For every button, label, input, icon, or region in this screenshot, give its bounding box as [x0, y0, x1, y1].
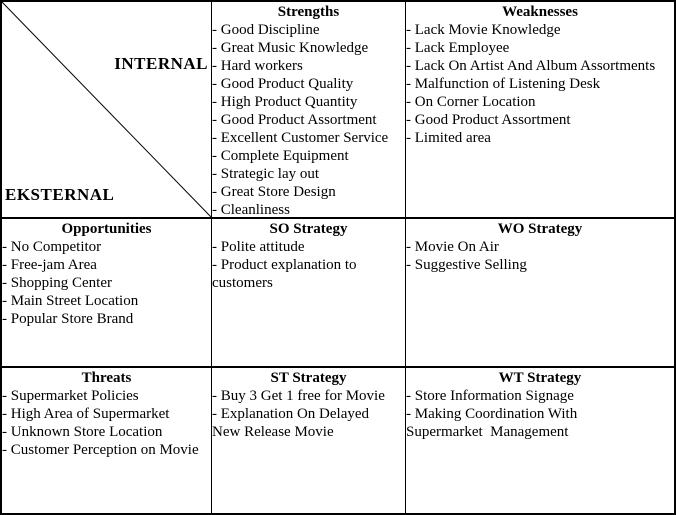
strengths-list: - Good Discipline - Great Music Knowledge… — [212, 21, 405, 218]
diagonal-divider-line — [2, 2, 211, 217]
list-item: - High Area of Supermarket — [2, 406, 170, 422]
list-item: - Supermarket Policies — [2, 388, 139, 404]
opportunities-cell: Opportunities - No Competitor - Free-jam … — [2, 219, 212, 368]
threats-list: - Supermarket Policies - High Area of Sup… — [2, 387, 211, 459]
weaknesses-cell: Weaknesses - Lack Movie Knowledge- Lack … — [406, 2, 674, 219]
list-item: - Cleanliness — [212, 202, 290, 218]
list-item: - Excellent Customer Service — [212, 130, 389, 146]
list-item: - On Corner Location — [406, 94, 536, 110]
wo-strategy-title: WO Strategy — [497, 221, 583, 237]
wt-strategy-cell: WT Strategy - Store Information Signage-… — [406, 368, 674, 513]
wt-strategy-list: - Store Information Signage - Making Coor… — [406, 387, 674, 441]
st-strategy-cell: ST Strategy - Buy 3 Get 1 free for Movie… — [212, 368, 406, 513]
list-item: - Suggestive Selling — [406, 257, 527, 273]
list-item: - Product explanation to — [212, 257, 357, 273]
so-strategy-title: SO Strategy — [269, 221, 348, 237]
so-strategy-list: - Polite attitude - Product explanation t… — [212, 238, 405, 292]
weaknesses-title: Weaknesses — [502, 4, 578, 20]
strengths-title: Strengths — [277, 4, 340, 20]
list-item: - Strategic lay out — [212, 166, 320, 182]
st-strategy-list: - Buy 3 Get 1 free for Movie - Explanatio… — [212, 387, 405, 441]
list-item: - Free-jam Area — [2, 257, 97, 273]
opportunities-list: - No Competitor - Free-jam Area - Shopping… — [2, 238, 211, 328]
swot-axis-corner-cell: INTERNAL EKSTERNAL — [2, 2, 212, 219]
list-item: - Great Music Knowledge — [212, 40, 369, 56]
list-item: - Good Product Assortment — [212, 112, 377, 128]
list-item: - Main Street Location — [2, 293, 139, 309]
wo-strategy-list: - Movie On Air - Suggestive Selling — [406, 238, 674, 274]
list-item: - Buy 3 Get 1 free for Movie — [212, 388, 385, 404]
list-item: - Great Store Design — [212, 184, 336, 200]
st-strategy-title: ST Strategy — [270, 370, 347, 386]
list-item: - Good Product Assortment — [406, 112, 571, 128]
list-item: - Lack Employee — [406, 40, 510, 56]
list-item: Supermarket Management — [406, 424, 569, 440]
list-item: - Good Product Quality — [212, 76, 354, 92]
list-item: - Good Discipline — [212, 22, 320, 38]
weaknesses-list: - Lack Movie Knowledge - Lack Employee - L… — [406, 21, 674, 147]
opportunities-title: Opportunities — [61, 221, 152, 237]
list-item: - Explanation On Delayed — [212, 406, 370, 422]
list-item: - Malfunction of Listening Desk — [406, 76, 601, 92]
list-item: - Lack Movie Knowledge — [406, 22, 561, 38]
list-item: - Store Information Signage — [406, 388, 574, 404]
list-item: - Complete Equipment — [212, 148, 349, 164]
list-item: customers — [212, 275, 273, 291]
wt-strategy-title: WT Strategy — [498, 370, 582, 386]
list-item: - Lack On Artist And Album Assortments — [406, 58, 656, 74]
list-item: - High Product Quantity — [212, 94, 358, 110]
list-item: New Release Movie — [212, 424, 334, 440]
so-strategy-cell: SO Strategy - Polite attitude - Product e… — [212, 219, 406, 368]
list-item: - Polite attitude — [212, 239, 305, 255]
threats-title: Threats — [81, 370, 132, 386]
list-item: - Customer Perception on Movie — [2, 442, 199, 458]
list-item: - Hard workers — [212, 58, 303, 74]
wo-strategy-cell: WO Strategy - Movie On Air - Suggestive S… — [406, 219, 674, 368]
list-item: - No Competitor — [2, 239, 102, 255]
threats-cell: Threats - Supermarket Policies - High Are… — [2, 368, 212, 513]
list-item: - Popular Store Brand — [2, 311, 134, 327]
internal-axis-label: INTERNAL — [114, 54, 208, 73]
external-axis-label: EKSTERNAL — [5, 185, 115, 204]
list-item: - Unknown Store Location — [2, 424, 163, 440]
list-item: - Movie On Air — [406, 239, 499, 255]
list-item: - Shopping Center — [2, 275, 112, 291]
list-item: - Limited area — [406, 130, 491, 146]
strengths-cell: Strengths - Good Discipline - Great Music… — [212, 2, 406, 219]
list-item: - Making Coordination With — [406, 406, 578, 422]
